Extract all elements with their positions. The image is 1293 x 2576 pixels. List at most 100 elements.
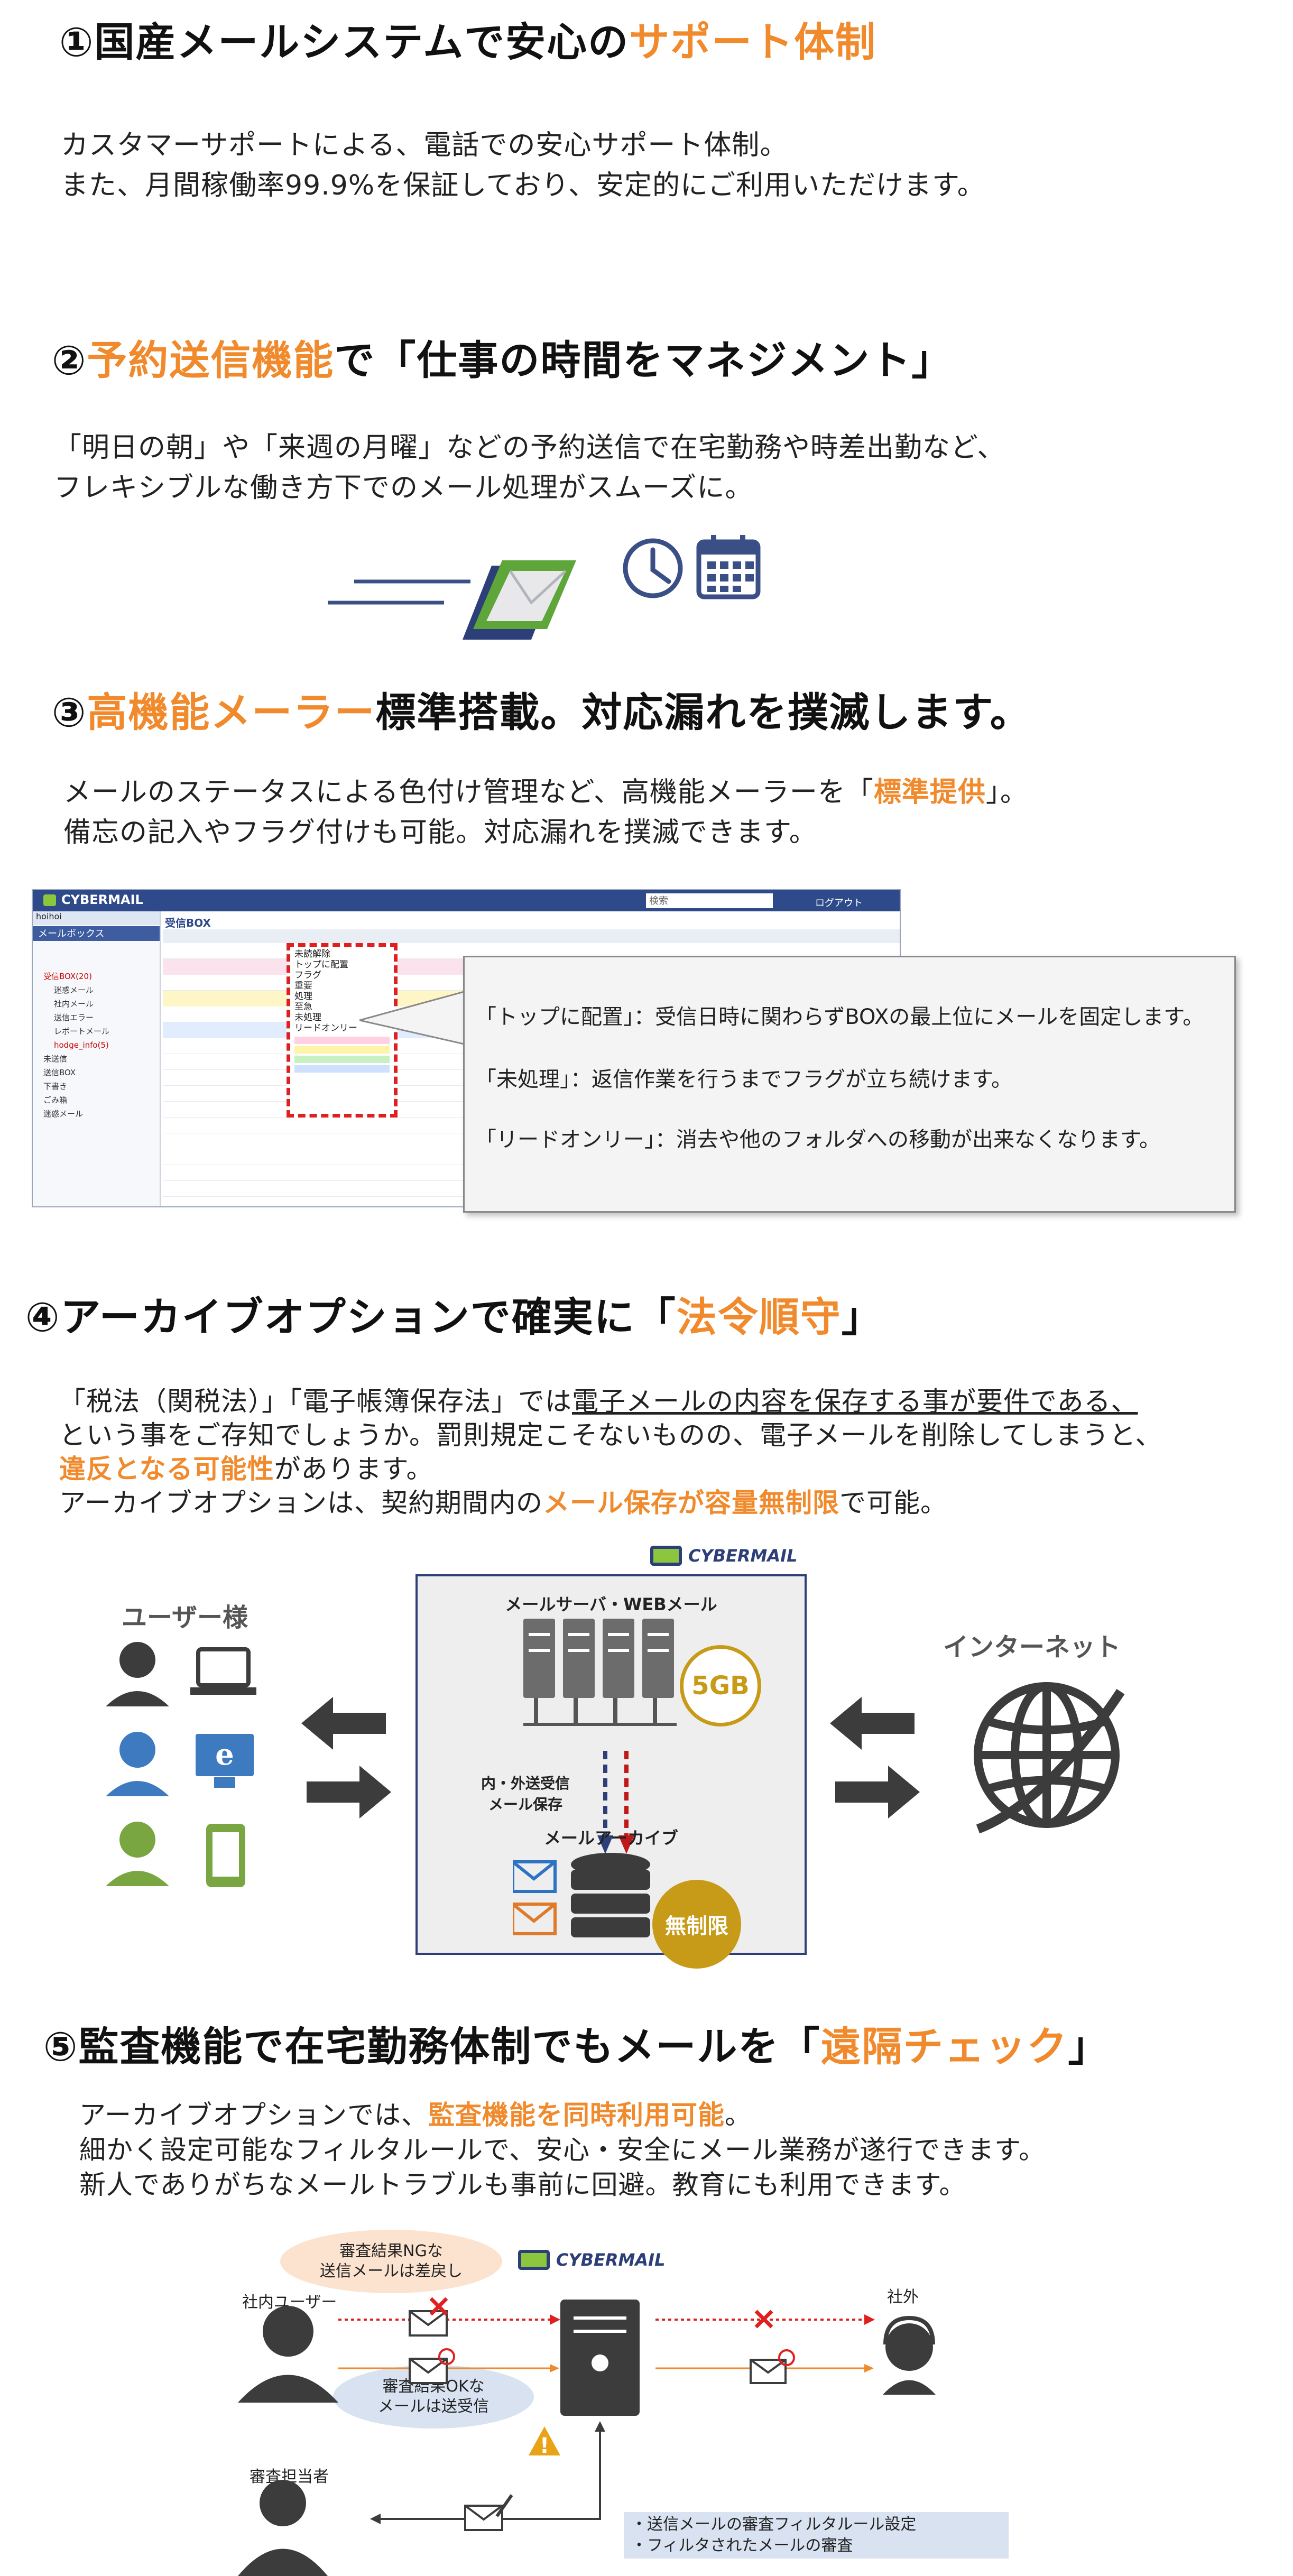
- feature-callout: 「トップに配置」：受信日時に関わらずBOXの最上位にメールを固定します。 「未処…: [463, 956, 1236, 1213]
- color-swatch-green[interactable]: [294, 1056, 390, 1063]
- mailer-header: CYBERMAIL 検索 ログアウト: [33, 890, 900, 911]
- menu-item[interactable]: 未処理: [294, 1012, 321, 1023]
- section5-line1: アーカイブオプションでは、監査機能を同時利用可能。: [79, 2098, 752, 2132]
- section1-title: ①国産メールシステムで安心のサポート体制: [59, 10, 876, 68]
- callout-pointer: [359, 989, 476, 1048]
- ng-bubble-line2: 送信メールは差戻し: [320, 2262, 463, 2280]
- section4-line3-b: があります。: [274, 1454, 433, 1484]
- scheduled-send-illustration: [328, 535, 761, 640]
- section4-line2: という事をご存知でしょうか。罰則規定こそないものの、電子メールを削除してしまうと…: [59, 1420, 1162, 1451]
- menu-item[interactable]: 至急: [294, 1002, 312, 1012]
- folder-list: 受信BOX(20) 迷惑メール 社内メール 送信エラー レポートメール hodg…: [43, 970, 109, 1121]
- folder-item[interactable]: ごみ箱: [43, 1095, 68, 1105]
- svg-text:e: e: [215, 1737, 234, 1772]
- folder-item[interactable]: 迷惑メール: [43, 1109, 84, 1119]
- section5-line1-c: 。: [725, 2100, 752, 2130]
- mailer-search[interactable]: 検索: [646, 893, 773, 908]
- section2-title: ②予約送信機能で「仕事の時間をマネジメント」: [52, 328, 953, 386]
- flow-label: 内・外送受信 メール保存: [481, 1772, 570, 1814]
- folder-item[interactable]: 下書き: [43, 1082, 68, 1091]
- archive-label: メールアーカイブ: [543, 1828, 679, 1848]
- account-select[interactable]: hoihoi: [33, 911, 160, 925]
- section4-line1-a: 「税法（関税法）」「電子帳簿保存法」では: [59, 1386, 572, 1417]
- ok-send-arrow: [338, 2364, 559, 2372]
- menu-item[interactable]: トップに配置: [294, 959, 348, 970]
- blocked-external-arrow: [655, 2310, 875, 2329]
- section4-line4: アーカイブオプションは、契約期間内のメール保存が容量無制限で可能。: [59, 1485, 947, 1520]
- capacity-badge: 5GB: [680, 1645, 761, 1726]
- audit-note: ・送信メールの審査フィルタルール設定 ・フィルタされたメールの審査: [624, 2512, 1009, 2559]
- ok-external-arrow: [655, 2349, 874, 2384]
- mail-orange-icon: [513, 1903, 557, 1935]
- internet-label: インターネット: [943, 1632, 1121, 1662]
- section3-line1-a: メールのステータスによる色付け管理など、高機能メーラーを「: [63, 777, 874, 808]
- logo-envelope-icon: [650, 1546, 682, 1566]
- envelope-icon: [463, 560, 576, 640]
- internal-user-icon: [238, 2306, 338, 2403]
- section2-title-num: ②: [52, 337, 87, 384]
- ng-bubble: 審査結果NGな送信メールは差戻し: [280, 2230, 502, 2293]
- section4-title-end: 」: [841, 1294, 883, 1341]
- folder-item[interactable]: 社内メール: [54, 999, 94, 1009]
- smartphone-icon: [206, 1824, 245, 1887]
- callout-line-readonly: 「リードオンリー」：消去や他のフォルダへの移動が出来なくなります。: [475, 1128, 1160, 1152]
- menu-item[interactable]: 処理: [294, 991, 312, 1002]
- unlimited-badge: 無制限: [652, 1880, 741, 1969]
- status-context-menu: 未読解除 トップに配置 フラグ 重要 処理 至急 未処理 リードオンリー: [287, 943, 398, 1118]
- section4-line3-highlight: 違反となる可能性: [59, 1454, 274, 1484]
- folder-item[interactable]: 送信BOX: [43, 1068, 76, 1077]
- logo-envelope-icon: [518, 2250, 550, 2270]
- folder-item[interactable]: レポートメール: [54, 1027, 110, 1036]
- ok-mail-icon: [409, 2348, 455, 2384]
- ng-send-arrow: [338, 2314, 560, 2325]
- color-swatch-yellow[interactable]: [294, 1046, 390, 1054]
- logout-link[interactable]: ログアウト: [815, 898, 863, 909]
- color-swatch-blue[interactable]: [294, 1065, 390, 1073]
- ng-mail-icon: [409, 2310, 448, 2337]
- section3-line1-highlight: 標準提供: [873, 777, 986, 808]
- section3-line1-c: 」。: [985, 777, 1028, 808]
- menu-item[interactable]: 重要: [294, 981, 312, 991]
- flow-label-2: メール保存: [488, 1796, 563, 1813]
- folder-item[interactable]: 未送信: [43, 1054, 68, 1064]
- callout-line-top: 「トップに配置」：受信日時に関わらずBOXの最上位にメールを固定します。: [475, 1005, 1204, 1029]
- cloud-icon: [43, 894, 56, 906]
- exchange-arrows-right-icon: [830, 1697, 920, 1818]
- section3-line1: メールのステータスによる色付け管理など、高機能メーラーを「標準提供」。: [63, 775, 1028, 810]
- mailer-logo: CYBERMAIL: [61, 892, 143, 907]
- calendar-icon: [696, 535, 761, 599]
- folder-item[interactable]: 送信エラー: [54, 1013, 94, 1022]
- audit-note-line1: ・送信メールの審査フィルタルール設定: [631, 2515, 917, 2534]
- exchange-arrows-left-icon: [301, 1697, 391, 1818]
- user-green-icon: [106, 1822, 169, 1886]
- section4-title: ④アーカイブオプションで確実に「法令順守」: [25, 1285, 883, 1343]
- archive-flow-arrows: [597, 1751, 634, 1854]
- section5-line1-a: アーカイブオプションでは、: [79, 2100, 428, 2130]
- reviewer-icon: [238, 2480, 328, 2576]
- section5-line1-highlight: 監査機能を同時利用可能: [428, 2100, 725, 2130]
- section3-title-highlight: 高機能メーラー: [87, 689, 376, 736]
- server-rack-icon: [523, 1619, 677, 1726]
- globe-icon: [974, 1682, 1125, 1834]
- ng-bubble-line1: 審査結果NGな: [339, 2242, 443, 2260]
- section1-title-main: ①国産メールシステムで安心の: [59, 19, 630, 66]
- cybermail-logo: CYBERMAIL: [650, 1543, 809, 1569]
- menu-item[interactable]: フラグ: [294, 970, 321, 981]
- folder-item[interactable]: hodge_info(5): [54, 1040, 109, 1050]
- section4-line4-a: アーカイブオプションは、契約期間内の: [59, 1488, 543, 1518]
- flow-label-1: 内・外送受信: [481, 1775, 570, 1792]
- section2-title-highlight: 予約送信機能: [87, 337, 335, 384]
- color-swatch-pink[interactable]: [294, 1037, 390, 1044]
- section1-title-highlight: サポート体制: [629, 19, 877, 66]
- server-archive-box: メールサーバ・WEBメール 5GB 内・外送受信 メール保存 メールアーカイブ: [415, 1574, 807, 1969]
- folder-item[interactable]: 受信BOX(20): [43, 972, 92, 981]
- folder-item[interactable]: 迷惑メール: [54, 985, 94, 995]
- mailer-toolbar: [163, 929, 900, 944]
- desktop-ie-icon: e: [196, 1734, 254, 1788]
- menu-item[interactable]: 未読解除: [294, 949, 330, 959]
- ng-cross-icon: [429, 2297, 448, 2316]
- menu-item[interactable]: リードオンリー: [294, 1023, 357, 1033]
- section5-title-main: ⑤監査機能で在宅勤務体制でもメールを「: [43, 2023, 821, 2070]
- section2-line2: フレキシブルな働き方下でのメール処理がスムーズに。: [54, 472, 753, 504]
- section2-line1: 「明日の朝」や「来週の月曜」などの予約送信で在宅勤務や時差出勤など、: [54, 432, 1005, 464]
